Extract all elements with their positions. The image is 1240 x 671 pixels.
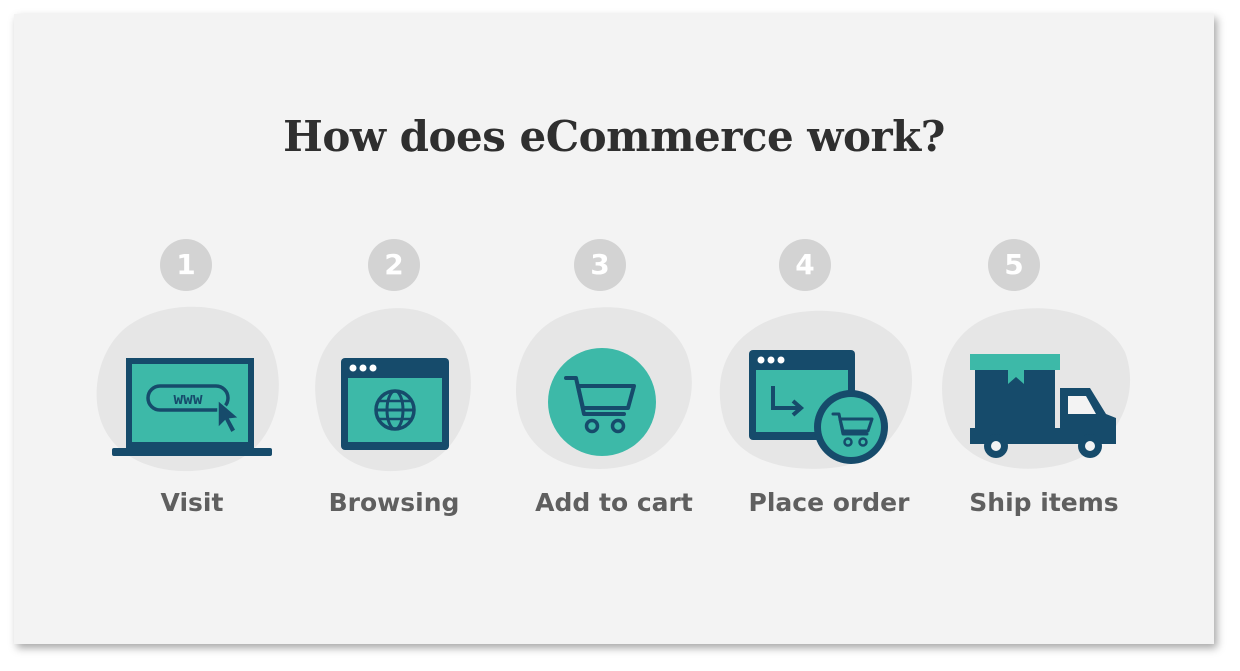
step-browsing: 2 Browsing (314, 14, 534, 644)
step-add-to-cart: 3 Add to cart (514, 14, 734, 644)
step-number-badge: 4 (779, 239, 831, 291)
browser-order-cart-icon (749, 350, 888, 464)
step-number-badge: 3 (574, 239, 626, 291)
step-label: Add to cart (535, 488, 693, 517)
step-number-badge: 2 (368, 239, 420, 291)
step-number-badge: 1 (160, 239, 212, 291)
laptop-www-text: www (174, 389, 203, 408)
step-number-badge: 5 (988, 239, 1040, 291)
step-label: Place order (748, 488, 910, 517)
step-ship-items: 5 Ship items (934, 14, 1154, 644)
laptop-www-icon: www (112, 358, 272, 456)
step-visit: 1 www Visit (94, 14, 314, 644)
step-label: Browsing (328, 488, 460, 517)
step-label: Visit (160, 488, 224, 517)
step-label: Ship items (969, 488, 1119, 517)
shopping-cart-icon (548, 348, 656, 456)
page-title: How does eCommerce work? (283, 112, 945, 161)
infographic-card: How does eCommerce work? 1 www Visit 2 (14, 14, 1214, 644)
step-place-order: 4 Place order (719, 14, 939, 644)
browser-globe-icon (341, 358, 449, 450)
delivery-truck-icon (970, 354, 1116, 458)
